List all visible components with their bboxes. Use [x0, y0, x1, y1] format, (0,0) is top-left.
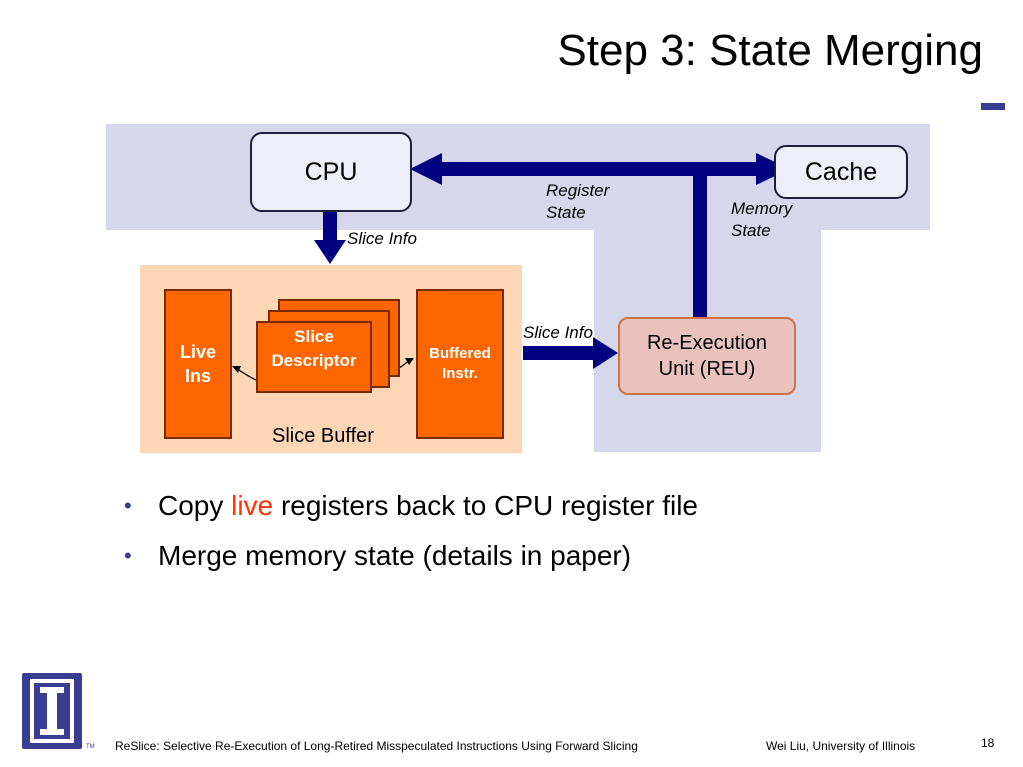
title-underline	[981, 103, 1005, 110]
buffered-instr-block: Buffered Instr.	[416, 289, 504, 439]
memory-state-line1: Memory	[731, 199, 793, 218]
buffered-line1: Buffered	[429, 345, 491, 362]
buffered-line2: Instr.	[442, 365, 478, 382]
curve-arrow-left-head	[232, 366, 241, 373]
column-logo-icon	[30, 679, 74, 743]
live-ins-line2: Ins	[184, 366, 211, 386]
page-number: 18	[981, 736, 995, 750]
live-ins-block: Live Ins	[164, 289, 232, 439]
university-logo	[22, 673, 82, 749]
bullet-1: • Copy live registers back to CPU regist…	[124, 490, 698, 522]
buffer-right-arrow	[593, 337, 618, 369]
slice-descriptor-line1: Slice	[294, 327, 334, 346]
bullet-dot-icon: •	[124, 543, 132, 568]
bus-horizontal	[440, 162, 756, 176]
cpu-down-shaft	[323, 210, 337, 242]
reu-line1: Re-Execution	[646, 332, 768, 354]
register-state-line2: State	[546, 203, 586, 222]
bullet-1-pre: Copy	[158, 490, 232, 521]
memory-state-line2: State	[731, 221, 771, 240]
cpu-box: CPU	[250, 132, 412, 212]
footer-paper-title: ReSlice: Selective Re-Execution of Long-…	[115, 739, 638, 753]
bullet-2-text: Merge memory state (details in paper)	[158, 540, 632, 571]
bullet-1-highlight: live	[231, 490, 274, 521]
cache-box: Cache	[774, 145, 908, 199]
slice-info-top-label: Slice Info	[347, 229, 417, 248]
trademark-mark: TM	[86, 744, 95, 750]
curve-arrow-right-head	[405, 358, 414, 365]
bullet-2: • Merge memory state (details in paper)	[124, 540, 631, 572]
bus-arrow-right	[756, 153, 790, 185]
footer-author: Wei Liu, University of Illinois	[766, 739, 916, 753]
slice-buffer-label: Slice Buffer	[272, 425, 374, 447]
bus-vertical	[693, 169, 707, 317]
reu-line2: Unit (REU)	[658, 358, 756, 380]
slice-descriptor-line2: Descriptor	[271, 351, 357, 370]
slice-descriptor-block: Slice Descriptor	[256, 321, 372, 393]
bullet-dot-icon: •	[124, 493, 132, 518]
bus-arrow-left	[410, 153, 442, 185]
cpu-down-arrow	[314, 240, 346, 264]
cache-label: Cache	[804, 157, 878, 186]
slide-title: Step 3: State Merging	[557, 26, 983, 75]
bullet-1-post: registers back to CPU register file	[273, 490, 698, 521]
reu-box: Re-Execution Unit (REU)	[618, 317, 796, 395]
register-state-label: Register State	[546, 180, 609, 224]
cpu-label: CPU	[304, 157, 358, 186]
register-state-line1: Register	[546, 181, 610, 200]
memory-state-label: Memory State	[731, 198, 792, 242]
slice-info-right-label: Slice Info	[523, 323, 593, 342]
buffer-right-shaft	[523, 346, 595, 360]
live-ins-line1: Live	[179, 342, 217, 362]
